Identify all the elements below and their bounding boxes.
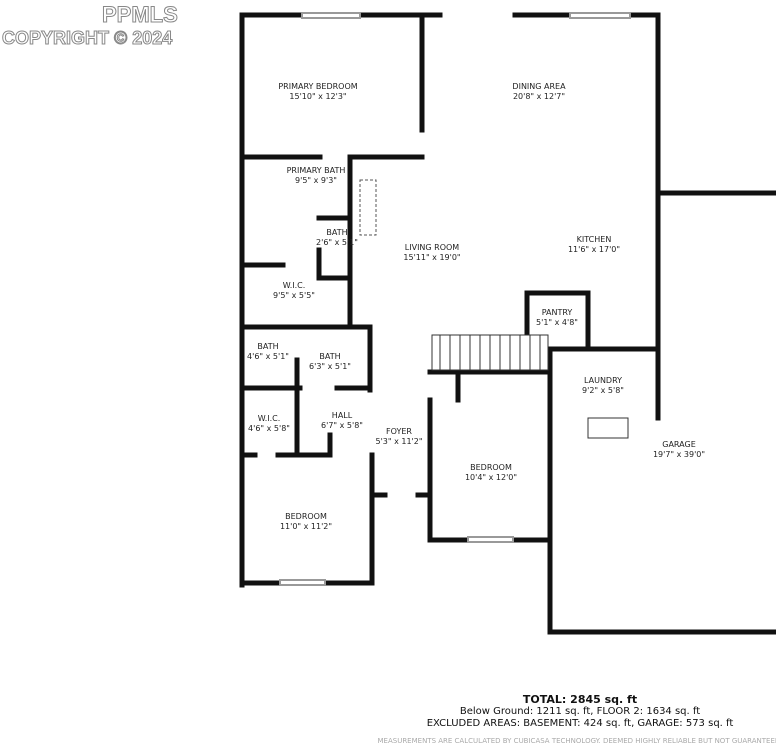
stairs (431, 334, 549, 371)
windows (279, 12, 631, 586)
room-label: W.I.C.9'5" x 5'5" (273, 281, 315, 300)
excluded-areas: EXCLUDED AREAS: BASEMENT: 424 sq. ft, GA… (426, 718, 734, 729)
logo-copyright: COPYRIGHT © 2024 (2, 28, 173, 49)
total-area: TOTAL: 2845 sq. ft (522, 693, 638, 706)
ppmls-logo: PPMLS COPYRIGHT © 2024 (2, 2, 179, 49)
disclaimer: MEASUREMENTS ARE CALCULATED BY CUBICASA … (377, 737, 776, 745)
entry-steps (587, 417, 629, 439)
logo-brand: PPMLS (102, 2, 179, 28)
room-label: W.I.C.4'6" x 5'8" (248, 414, 290, 433)
fireplace (359, 179, 377, 236)
floor-areas: Below Ground: 1211 sq. ft, FLOOR 2: 1634… (459, 706, 701, 717)
